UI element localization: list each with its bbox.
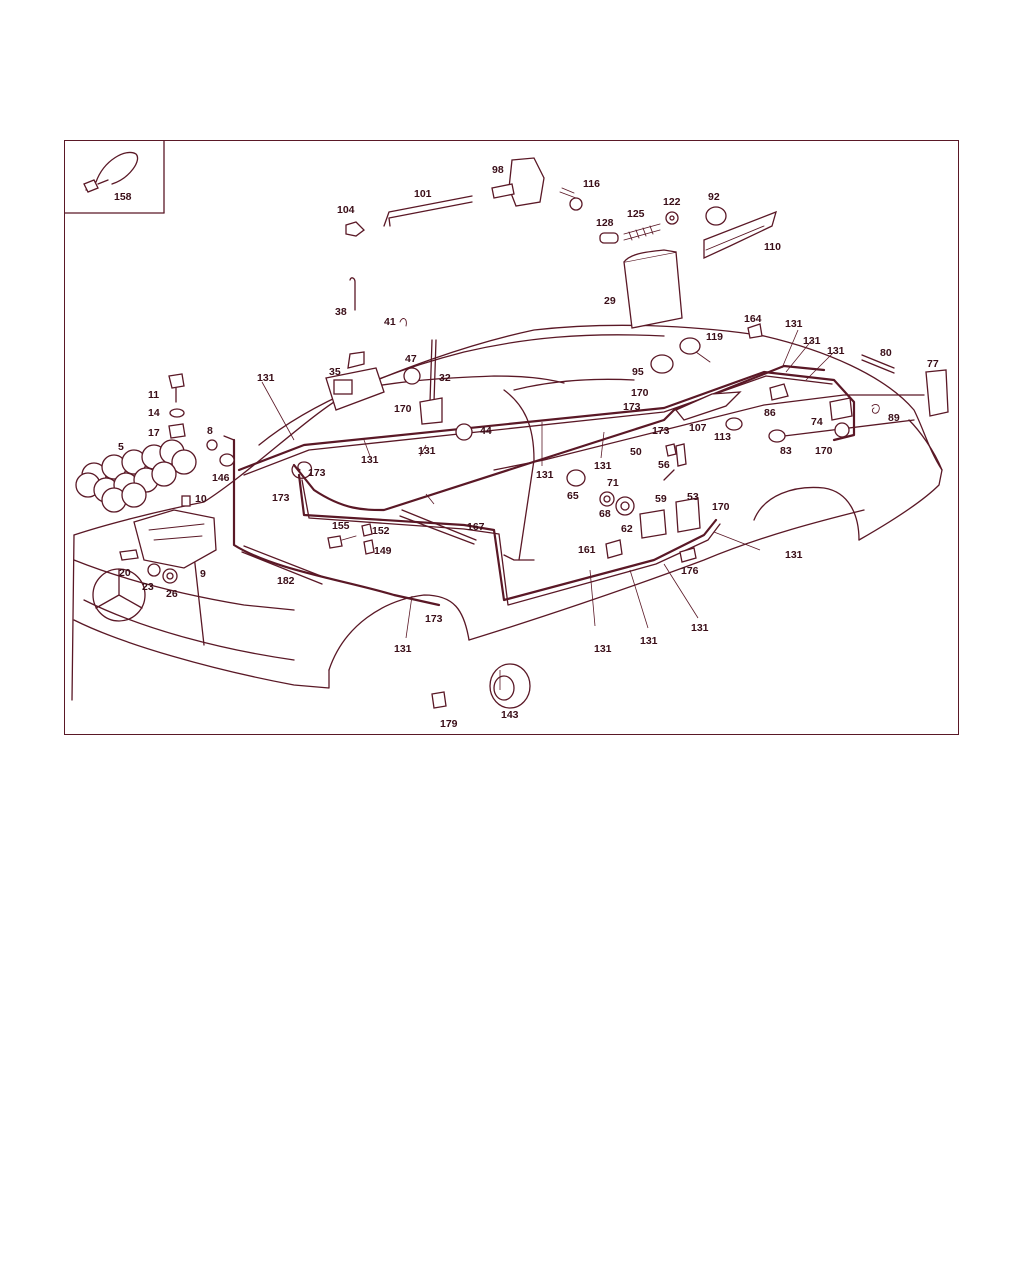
vacuum-lines-131 (223, 364, 856, 607)
callout-131-c: 131 (827, 345, 845, 357)
callout-173-c: 173 (308, 467, 326, 479)
callout-23: 23 (142, 581, 154, 593)
callout-35: 35 (329, 366, 341, 378)
callout-131-h: 131 (536, 469, 554, 481)
callout-71: 71 (607, 477, 619, 489)
leader-lines (261, 329, 835, 690)
callout-173-b: 173 (652, 425, 670, 437)
callout-32: 32 (439, 372, 451, 384)
diagram-frame (64, 140, 959, 735)
callout-131-d: 131 (257, 372, 275, 384)
callout-155: 155 (332, 520, 350, 532)
callout-131-f: 131 (418, 445, 436, 457)
callout-98: 98 (492, 164, 504, 176)
callout-131-m: 131 (394, 643, 412, 655)
callout-47: 47 (405, 353, 417, 365)
callout-29: 29 (604, 295, 616, 307)
callout-8: 8 (207, 425, 213, 437)
callout-170-d: 170 (712, 501, 730, 513)
callout-122: 122 (663, 196, 681, 208)
callout-83: 83 (780, 445, 792, 457)
callout-59: 59 (655, 493, 667, 505)
parts-diagram: 158 98 116 101 104 128 125 122 92 110 29… (64, 140, 949, 730)
callout-89: 89 (888, 412, 900, 424)
callout-74: 74 (811, 416, 823, 428)
callout-56: 56 (658, 459, 670, 471)
parts (119, 157, 949, 709)
callout-20: 20 (119, 567, 131, 579)
callout-14: 14 (148, 407, 160, 419)
inset-158 (64, 140, 165, 214)
callout-11: 11 (148, 389, 159, 401)
callout-128: 128 (596, 217, 614, 229)
callout-131-l: 131 (594, 643, 612, 655)
callout-50: 50 (630, 446, 642, 458)
part-5-spheres (75, 439, 197, 513)
callout-131-e: 131 (361, 454, 379, 466)
callout-173-e: 173 (425, 613, 443, 625)
callout-131-j: 131 (691, 622, 709, 634)
callout-170-b: 170 (394, 403, 412, 415)
callout-113: 113 (714, 431, 731, 443)
callout-164: 164 (744, 313, 762, 325)
callout-17: 17 (148, 427, 160, 439)
callout-167: 167 (467, 521, 485, 533)
callout-41: 41 (384, 316, 396, 328)
callout-110: 110 (764, 241, 781, 253)
callout-107: 107 (689, 422, 707, 434)
callout-labels: 158 98 116 101 104 128 125 122 92 110 29… (114, 164, 939, 730)
callout-10: 10 (195, 493, 207, 505)
callout-44: 44 (480, 425, 492, 437)
callout-125: 125 (627, 208, 645, 220)
callout-179: 179 (440, 718, 458, 730)
callout-95: 95 (632, 366, 644, 378)
callout-116: 116 (583, 178, 600, 190)
callout-170-a: 170 (631, 387, 649, 399)
callout-62: 62 (621, 523, 633, 535)
callout-26: 26 (166, 588, 178, 600)
callout-182: 182 (277, 575, 295, 587)
callout-86: 86 (764, 407, 776, 419)
callout-146: 146 (212, 472, 230, 484)
callout-158: 158 (114, 191, 132, 203)
callout-77: 77 (927, 358, 939, 370)
callout-131-i: 131 (785, 549, 803, 561)
callout-101: 101 (414, 188, 432, 200)
callout-161: 161 (578, 544, 596, 556)
callout-173-a: 173 (623, 401, 641, 413)
callout-9: 9 (200, 568, 206, 580)
callout-53: 53 (687, 491, 699, 503)
callout-119: 119 (706, 331, 723, 343)
callout-131-b: 131 (803, 335, 821, 347)
callout-92: 92 (708, 191, 720, 203)
callout-80: 80 (880, 347, 892, 359)
callout-131-a: 131 (785, 318, 803, 330)
callout-149: 149 (374, 545, 392, 557)
callout-68: 68 (599, 508, 611, 520)
callout-176: 176 (681, 565, 699, 577)
callout-152: 152 (372, 525, 390, 537)
callout-170-c: 170 (815, 445, 833, 457)
callout-173-d: 173 (272, 492, 290, 504)
callout-104: 104 (337, 204, 355, 216)
callout-65: 65 (567, 490, 579, 502)
callout-38: 38 (335, 306, 347, 318)
callout-131-g: 131 (594, 460, 612, 472)
callout-131-k: 131 (640, 635, 658, 647)
callout-143: 143 (501, 709, 519, 721)
callout-5: 5 (118, 441, 124, 453)
